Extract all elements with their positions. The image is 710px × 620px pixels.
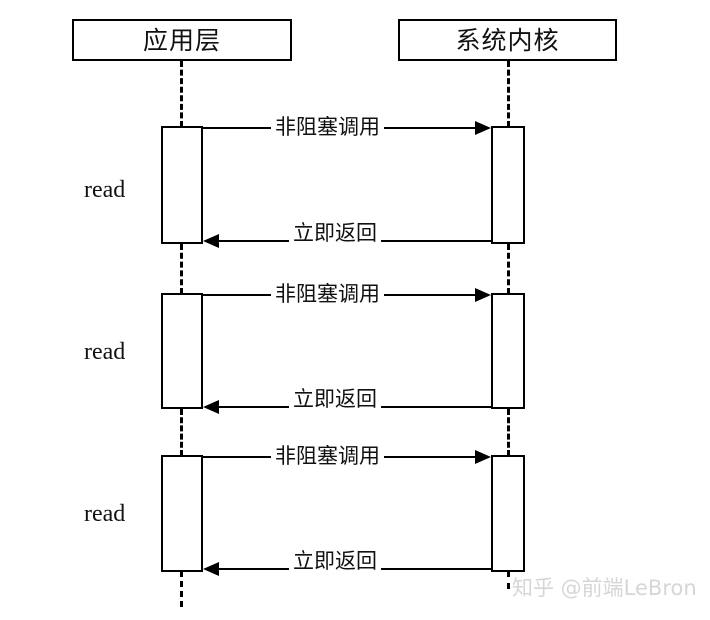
lifeline-app-segment-top bbox=[180, 61, 183, 127]
activation-bar-app-3 bbox=[161, 455, 203, 572]
arrowhead-right-2 bbox=[475, 288, 491, 302]
arrowhead-left-1 bbox=[203, 234, 219, 248]
participant-label-app: 应用层 bbox=[142, 25, 221, 55]
message-label-request-2: 非阻塞调用 bbox=[275, 281, 380, 306]
lifeline-app-segment-1 bbox=[180, 244, 183, 294]
arrowhead-left-3 bbox=[203, 562, 219, 576]
message-response-3[interactable]: 立即返回 bbox=[203, 550, 491, 580]
message-response-2[interactable]: 立即返回 bbox=[203, 388, 491, 418]
activation-bar-kernel-1 bbox=[491, 126, 525, 244]
watermark: 知乎 @前端LeBron bbox=[512, 576, 697, 600]
lifeline-app-segment-bottom bbox=[180, 571, 183, 607]
message-line-left-1 bbox=[203, 127, 271, 129]
message-request-1[interactable]: 非阻塞调用 bbox=[203, 114, 491, 139]
message-request-3[interactable]: 非阻塞调用 bbox=[203, 443, 491, 468]
participant-box-app[interactable]: 应用层 bbox=[72, 19, 292, 61]
message-line-left-2 bbox=[203, 294, 271, 296]
message-label-response-2: 立即返回 bbox=[293, 386, 377, 411]
message-label-response-3: 立即返回 bbox=[293, 548, 377, 573]
lifeline-kernel-segment-2 bbox=[507, 409, 510, 456]
activation-bar-app-1 bbox=[161, 126, 203, 244]
lifeline-app-segment-2 bbox=[180, 409, 183, 456]
lifeline-kernel-segment-1 bbox=[507, 244, 510, 294]
side-label-read-2: read bbox=[84, 339, 126, 365]
side-label-read-3: read bbox=[84, 501, 126, 527]
message-line-right-resp-1 bbox=[381, 240, 491, 242]
message-line-right-3 bbox=[384, 456, 475, 458]
message-line-left-3 bbox=[203, 456, 271, 458]
message-line-right-resp-3 bbox=[381, 568, 491, 570]
participant-box-kernel[interactable]: 系统内核 bbox=[398, 19, 617, 61]
message-line-left-resp-2 bbox=[219, 406, 289, 408]
message-label-request-3: 非阻塞调用 bbox=[275, 443, 380, 468]
message-line-left-resp-3 bbox=[219, 568, 289, 570]
message-label-response-1: 立即返回 bbox=[293, 220, 377, 245]
arrowhead-left-2 bbox=[203, 400, 219, 414]
side-label-read-1: read bbox=[84, 177, 126, 203]
message-line-right-2 bbox=[384, 294, 475, 296]
message-request-2[interactable]: 非阻塞调用 bbox=[203, 281, 491, 306]
lifeline-kernel-segment-top bbox=[507, 61, 510, 127]
activation-bar-kernel-3 bbox=[491, 455, 525, 572]
activation-bar-kernel-2 bbox=[491, 293, 525, 409]
message-line-right-resp-2 bbox=[381, 406, 491, 408]
activation-bar-app-2 bbox=[161, 293, 203, 409]
message-label-request-1: 非阻塞调用 bbox=[275, 114, 380, 139]
message-line-left-resp-1 bbox=[219, 240, 289, 242]
message-line-right-1 bbox=[384, 127, 475, 129]
participant-label-kernel: 系统内核 bbox=[455, 25, 560, 55]
message-response-1[interactable]: 立即返回 bbox=[203, 222, 491, 252]
arrowhead-right-1 bbox=[475, 121, 491, 135]
lifeline-kernel-segment-bottom bbox=[507, 571, 510, 589]
arrowhead-right-3 bbox=[475, 450, 491, 464]
